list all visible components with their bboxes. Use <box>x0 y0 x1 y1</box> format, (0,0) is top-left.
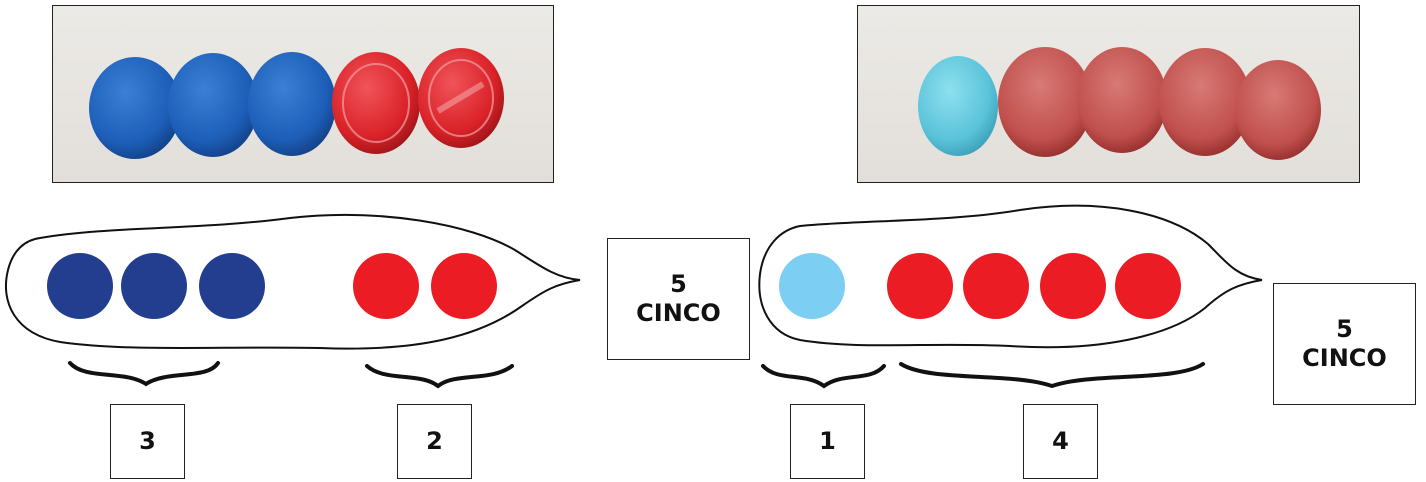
total-number-right: 5 <box>1336 315 1353 344</box>
photo-cap-dull-red-2 <box>1077 47 1167 153</box>
photo-right-caps <box>918 47 1321 160</box>
counter-red <box>1115 253 1181 319</box>
part-count-label: 4 <box>1052 427 1069 456</box>
counter-red <box>431 253 497 319</box>
photo-left-counters <box>52 5 554 183</box>
total-number-left: 5 <box>670 270 687 299</box>
total-word-right: CINCO <box>1302 344 1387 372</box>
pod-outline-right <box>758 204 1263 349</box>
photo-cap-dull-red-4 <box>1235 60 1321 160</box>
total-word-left: CINCO <box>636 299 721 327</box>
counters-left <box>47 253 497 319</box>
counter-red <box>1040 253 1106 319</box>
counter-red <box>963 253 1029 319</box>
counter-light-blue <box>779 253 845 319</box>
photo-cap-dull-red-1 <box>998 47 1092 157</box>
part-count-box: 3 <box>110 404 185 479</box>
counters-right <box>779 253 1181 319</box>
part-count-box: 1 <box>790 404 865 479</box>
counter-dark-blue <box>199 253 265 319</box>
total-box-right: 5 CINCO <box>1273 283 1416 405</box>
total-box-left: 5 CINCO <box>607 238 750 360</box>
part-count-label: 3 <box>139 427 156 456</box>
part-count-box: 4 <box>1023 404 1098 479</box>
pod-outline-left <box>4 214 581 350</box>
photo-cap-light-blue <box>918 56 998 156</box>
brace-part-3 <box>68 361 220 387</box>
photo-cap-blue-1 <box>89 57 181 159</box>
photo-right-counters <box>857 5 1360 183</box>
photo-cap-dull-red-3 <box>1159 48 1251 156</box>
part-count-label: 2 <box>426 427 443 456</box>
part-count-label: 1 <box>819 427 836 456</box>
counter-red <box>887 253 953 319</box>
photo-cap-red-1 <box>332 52 420 154</box>
counter-dark-blue <box>121 253 187 319</box>
counter-red <box>353 253 419 319</box>
counter-dark-blue <box>47 253 113 319</box>
brace-part-1 <box>761 364 886 389</box>
photo-left-caps <box>89 48 504 159</box>
brace-part-2 <box>365 364 514 389</box>
photo-cap-blue-3 <box>248 52 336 156</box>
part-count-box: 2 <box>397 404 472 479</box>
brace-part-4 <box>899 362 1205 389</box>
photo-cap-blue-2 <box>168 53 258 157</box>
